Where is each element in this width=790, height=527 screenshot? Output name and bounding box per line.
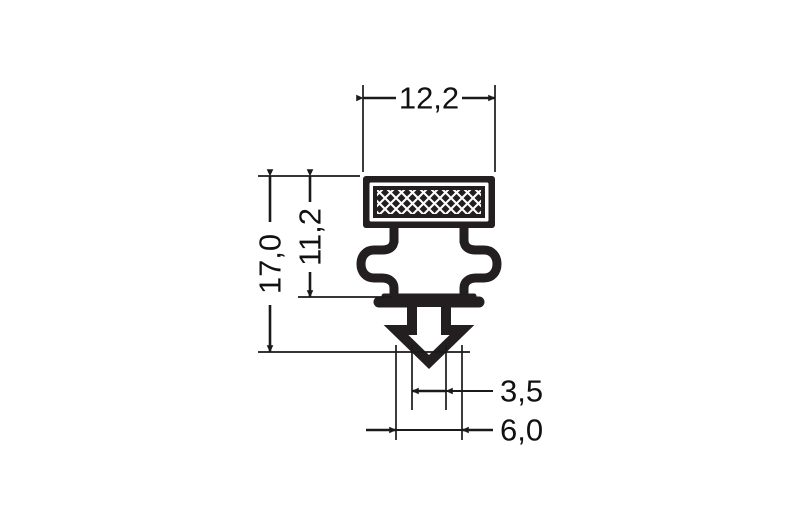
dimension-magnet-height: 11,2	[293, 169, 328, 298]
dimension-overall-width: 12,2	[356, 81, 496, 116]
dimension-stem-width: 3,5	[411, 374, 543, 409]
dim-label-overall-width: 12,2	[399, 81, 459, 116]
gasket-profile-shape	[356, 176, 502, 369]
magnet-mesh-fill	[377, 190, 481, 214]
dimension-overall-height: 17,0	[253, 169, 288, 353]
dim-label-magnet-height: 11,2	[293, 208, 328, 266]
dim-label-overall-height: 17,0	[253, 234, 288, 294]
wing-section-outline	[356, 235, 502, 307]
dimension-barb-width: 6,0	[366, 413, 543, 448]
dim-label-barb-width: 6,0	[500, 413, 543, 448]
dim-label-stem-width: 3,5	[500, 374, 543, 409]
